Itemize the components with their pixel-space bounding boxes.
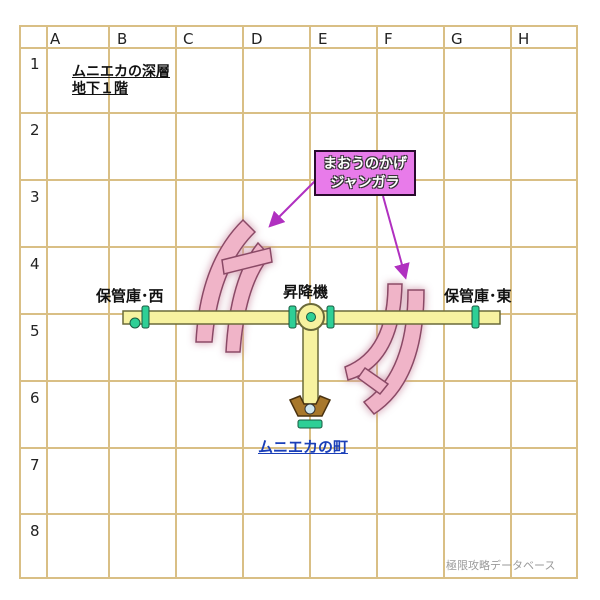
- town-link[interactable]: ムニエカの町: [258, 438, 349, 456]
- map-title-line1: ムニエカの深層: [72, 64, 170, 80]
- row-label: 4: [30, 255, 40, 273]
- storage-east-label: 保管庫･東: [444, 287, 512, 305]
- row-label: 8: [30, 522, 40, 540]
- town-exit-icon: [288, 395, 332, 417]
- row-label: 6: [30, 389, 40, 407]
- column-label: A: [50, 30, 61, 48]
- row-label: 1: [30, 55, 40, 73]
- east-pink-area: [344, 283, 425, 415]
- doors: [129, 305, 480, 429]
- column-label: C: [183, 30, 194, 48]
- west-pink-area: [195, 218, 273, 353]
- elevator-icon: [297, 303, 325, 331]
- map-title: ムニエカの深層 地下１階: [72, 64, 170, 98]
- row-label: 7: [30, 456, 40, 474]
- column-label: F: [384, 30, 393, 48]
- row-label: 3: [30, 188, 40, 206]
- elevator-label: 昇降機: [283, 283, 329, 301]
- watermark: 極限攻略データベース: [446, 559, 556, 572]
- column-label: D: [251, 30, 263, 48]
- enemy-arrows: [268, 177, 410, 280]
- row-label: 5: [30, 322, 40, 340]
- column-label: G: [451, 30, 463, 48]
- column-label: E: [318, 30, 328, 48]
- enemy-name-line2: ジャンガラ: [330, 175, 400, 191]
- enemy-name-line1: まおうのかげ: [323, 156, 407, 172]
- map-title-line2: 地下１階: [72, 81, 128, 97]
- row-label: 2: [30, 121, 40, 139]
- column-label: B: [117, 30, 128, 48]
- column-label: H: [518, 30, 530, 48]
- storage-west-label: 保管庫･西: [96, 287, 164, 305]
- enemy-info-box: まおうのかげ ジャンガラ: [314, 150, 416, 196]
